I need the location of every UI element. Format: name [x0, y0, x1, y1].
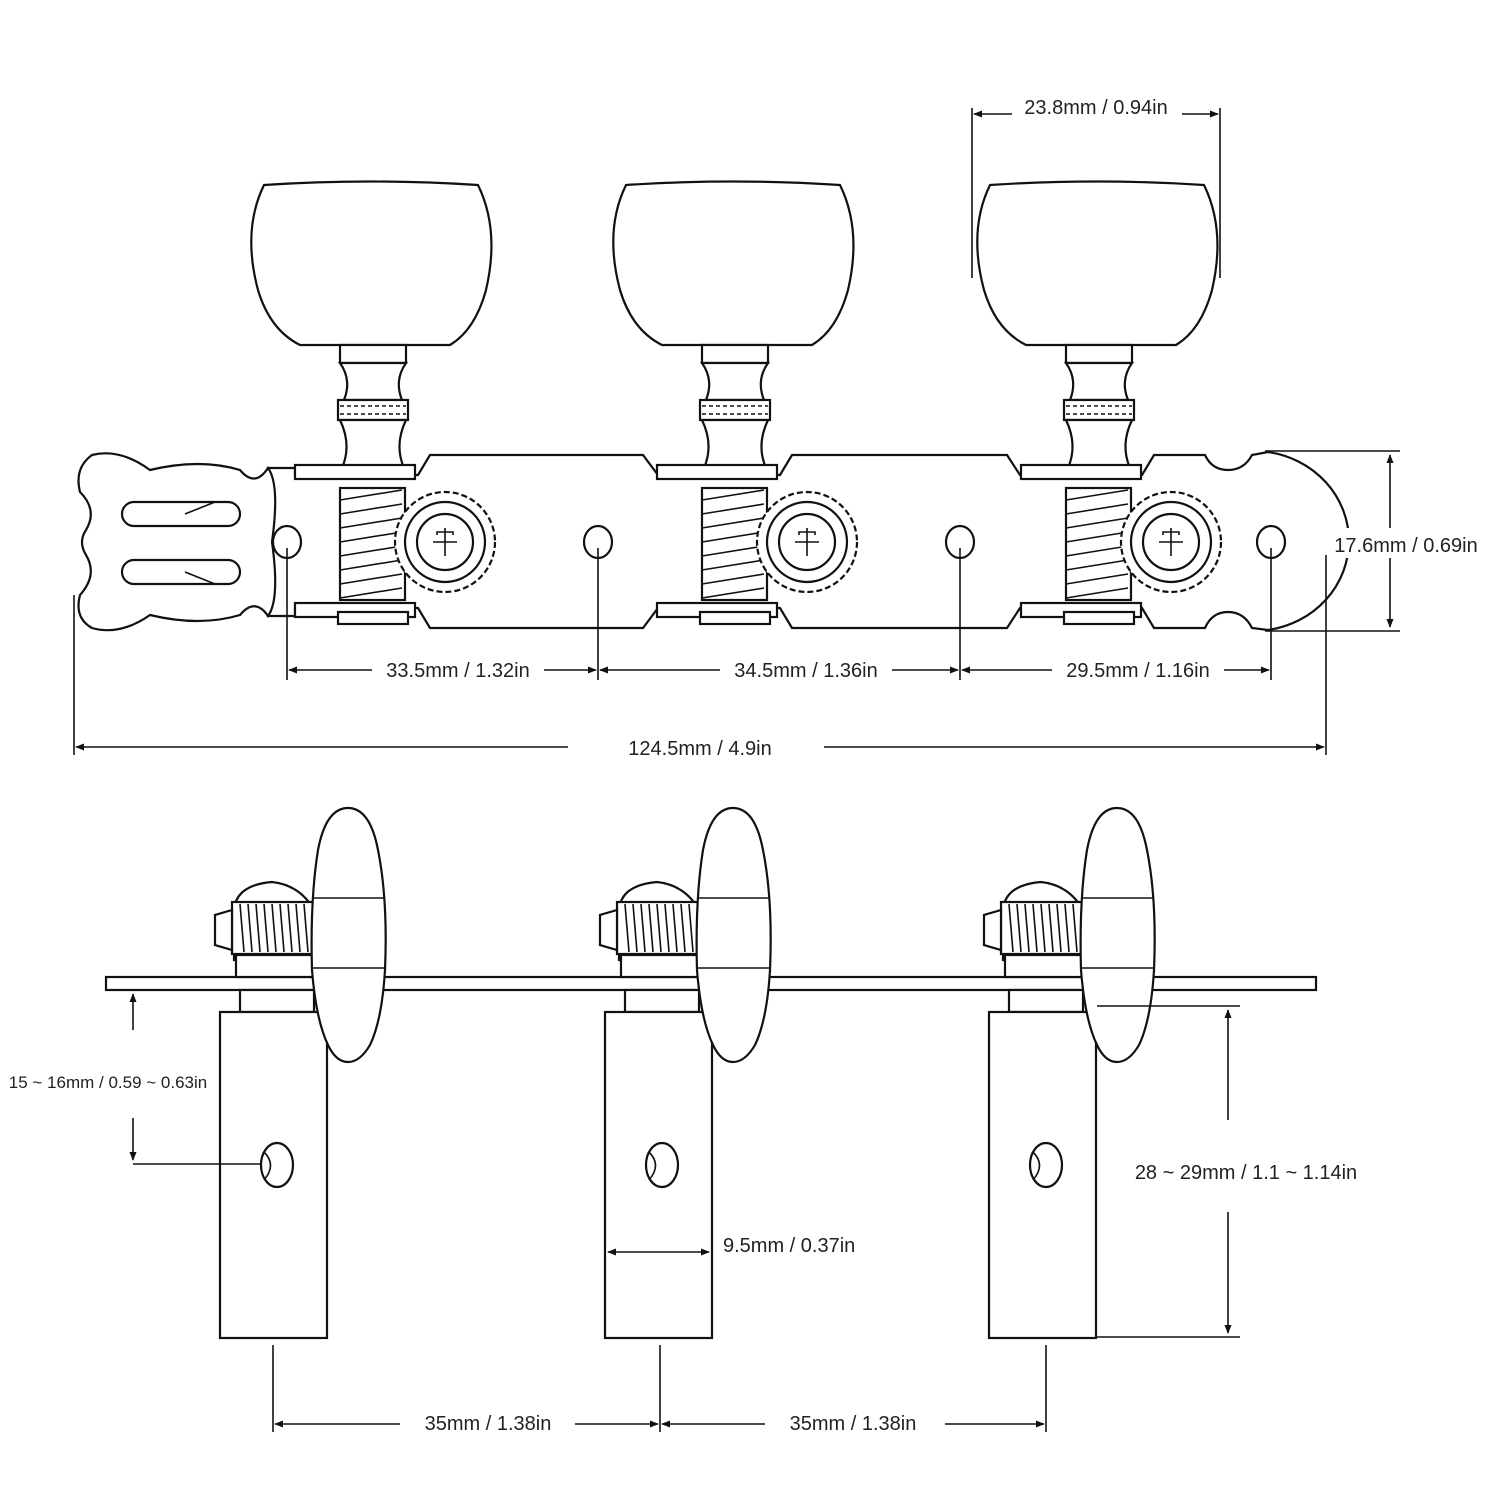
- hole-gap-1-label: 33.5mm / 1.32in: [386, 660, 529, 682]
- hole-gap-2-label: 34.5mm / 1.36in: [734, 660, 877, 682]
- top-view: 23.8mm / 0.94in 17.6mm / 0.69in 33.5mm /…: [73, 94, 1492, 764]
- post-offset-label: 15 ~ 16mm / 0.59 ~ 0.63in: [9, 1073, 207, 1092]
- tuner-knob: [250, 180, 493, 347]
- tuner-unit-top-3: [976, 180, 1223, 626]
- tuner-unit-side-1: [213, 806, 387, 1340]
- tuner-unit-top-1: [250, 180, 497, 626]
- tuner-unit-side-2: [598, 806, 772, 1340]
- tuner-shaft: [1063, 361, 1135, 402]
- knob-width-label: 23.8mm / 0.94in: [1024, 97, 1167, 119]
- string-hole: [644, 1141, 680, 1189]
- hole-gap-3-label: 29.5mm / 1.16in: [1066, 660, 1209, 682]
- screw-head-icon: [1159, 528, 1183, 556]
- string-post: [218, 1010, 329, 1340]
- tuner-knob: [612, 180, 855, 347]
- string-post: [987, 1010, 1098, 1340]
- lyre-slot-upper: [120, 500, 242, 528]
- tuner-shaft: [337, 361, 409, 402]
- tuner-key-side: [1079, 806, 1156, 1064]
- string-hole: [1028, 1141, 1064, 1189]
- screw-head-icon: [795, 528, 819, 556]
- total-length-label: 124.5mm / 4.9in: [628, 738, 771, 760]
- post-length-label: 28 ~ 29mm / 1.1 ~ 1.14in: [1135, 1162, 1357, 1184]
- tuner-key-side: [695, 806, 772, 1064]
- screw-head-icon: [433, 528, 457, 556]
- plate-height-label: 17.6mm / 0.69in: [1334, 535, 1477, 557]
- tuner-key-side: [310, 806, 387, 1064]
- post-spacing-1-label: 35mm / 1.38in: [425, 1413, 552, 1435]
- tuner-unit-top-2: [612, 180, 859, 626]
- tuner-shaft: [699, 361, 771, 402]
- lyre-end-icon: [77, 452, 277, 632]
- string-post: [603, 1010, 714, 1340]
- post-spacing-2-label: 35mm / 1.38in: [790, 1413, 917, 1435]
- tuner-unit-side-3: [982, 806, 1156, 1340]
- string-hole: [259, 1141, 295, 1189]
- lyre-slot-lower: [120, 558, 242, 586]
- tuner-knob: [976, 180, 1219, 347]
- post-diameter-label: 9.5mm / 0.37in: [723, 1235, 855, 1257]
- side-view: 15 ~ 16mm / 0.59 ~ 0.63in 28 ~ 29mm / 1.…: [9, 806, 1357, 1438]
